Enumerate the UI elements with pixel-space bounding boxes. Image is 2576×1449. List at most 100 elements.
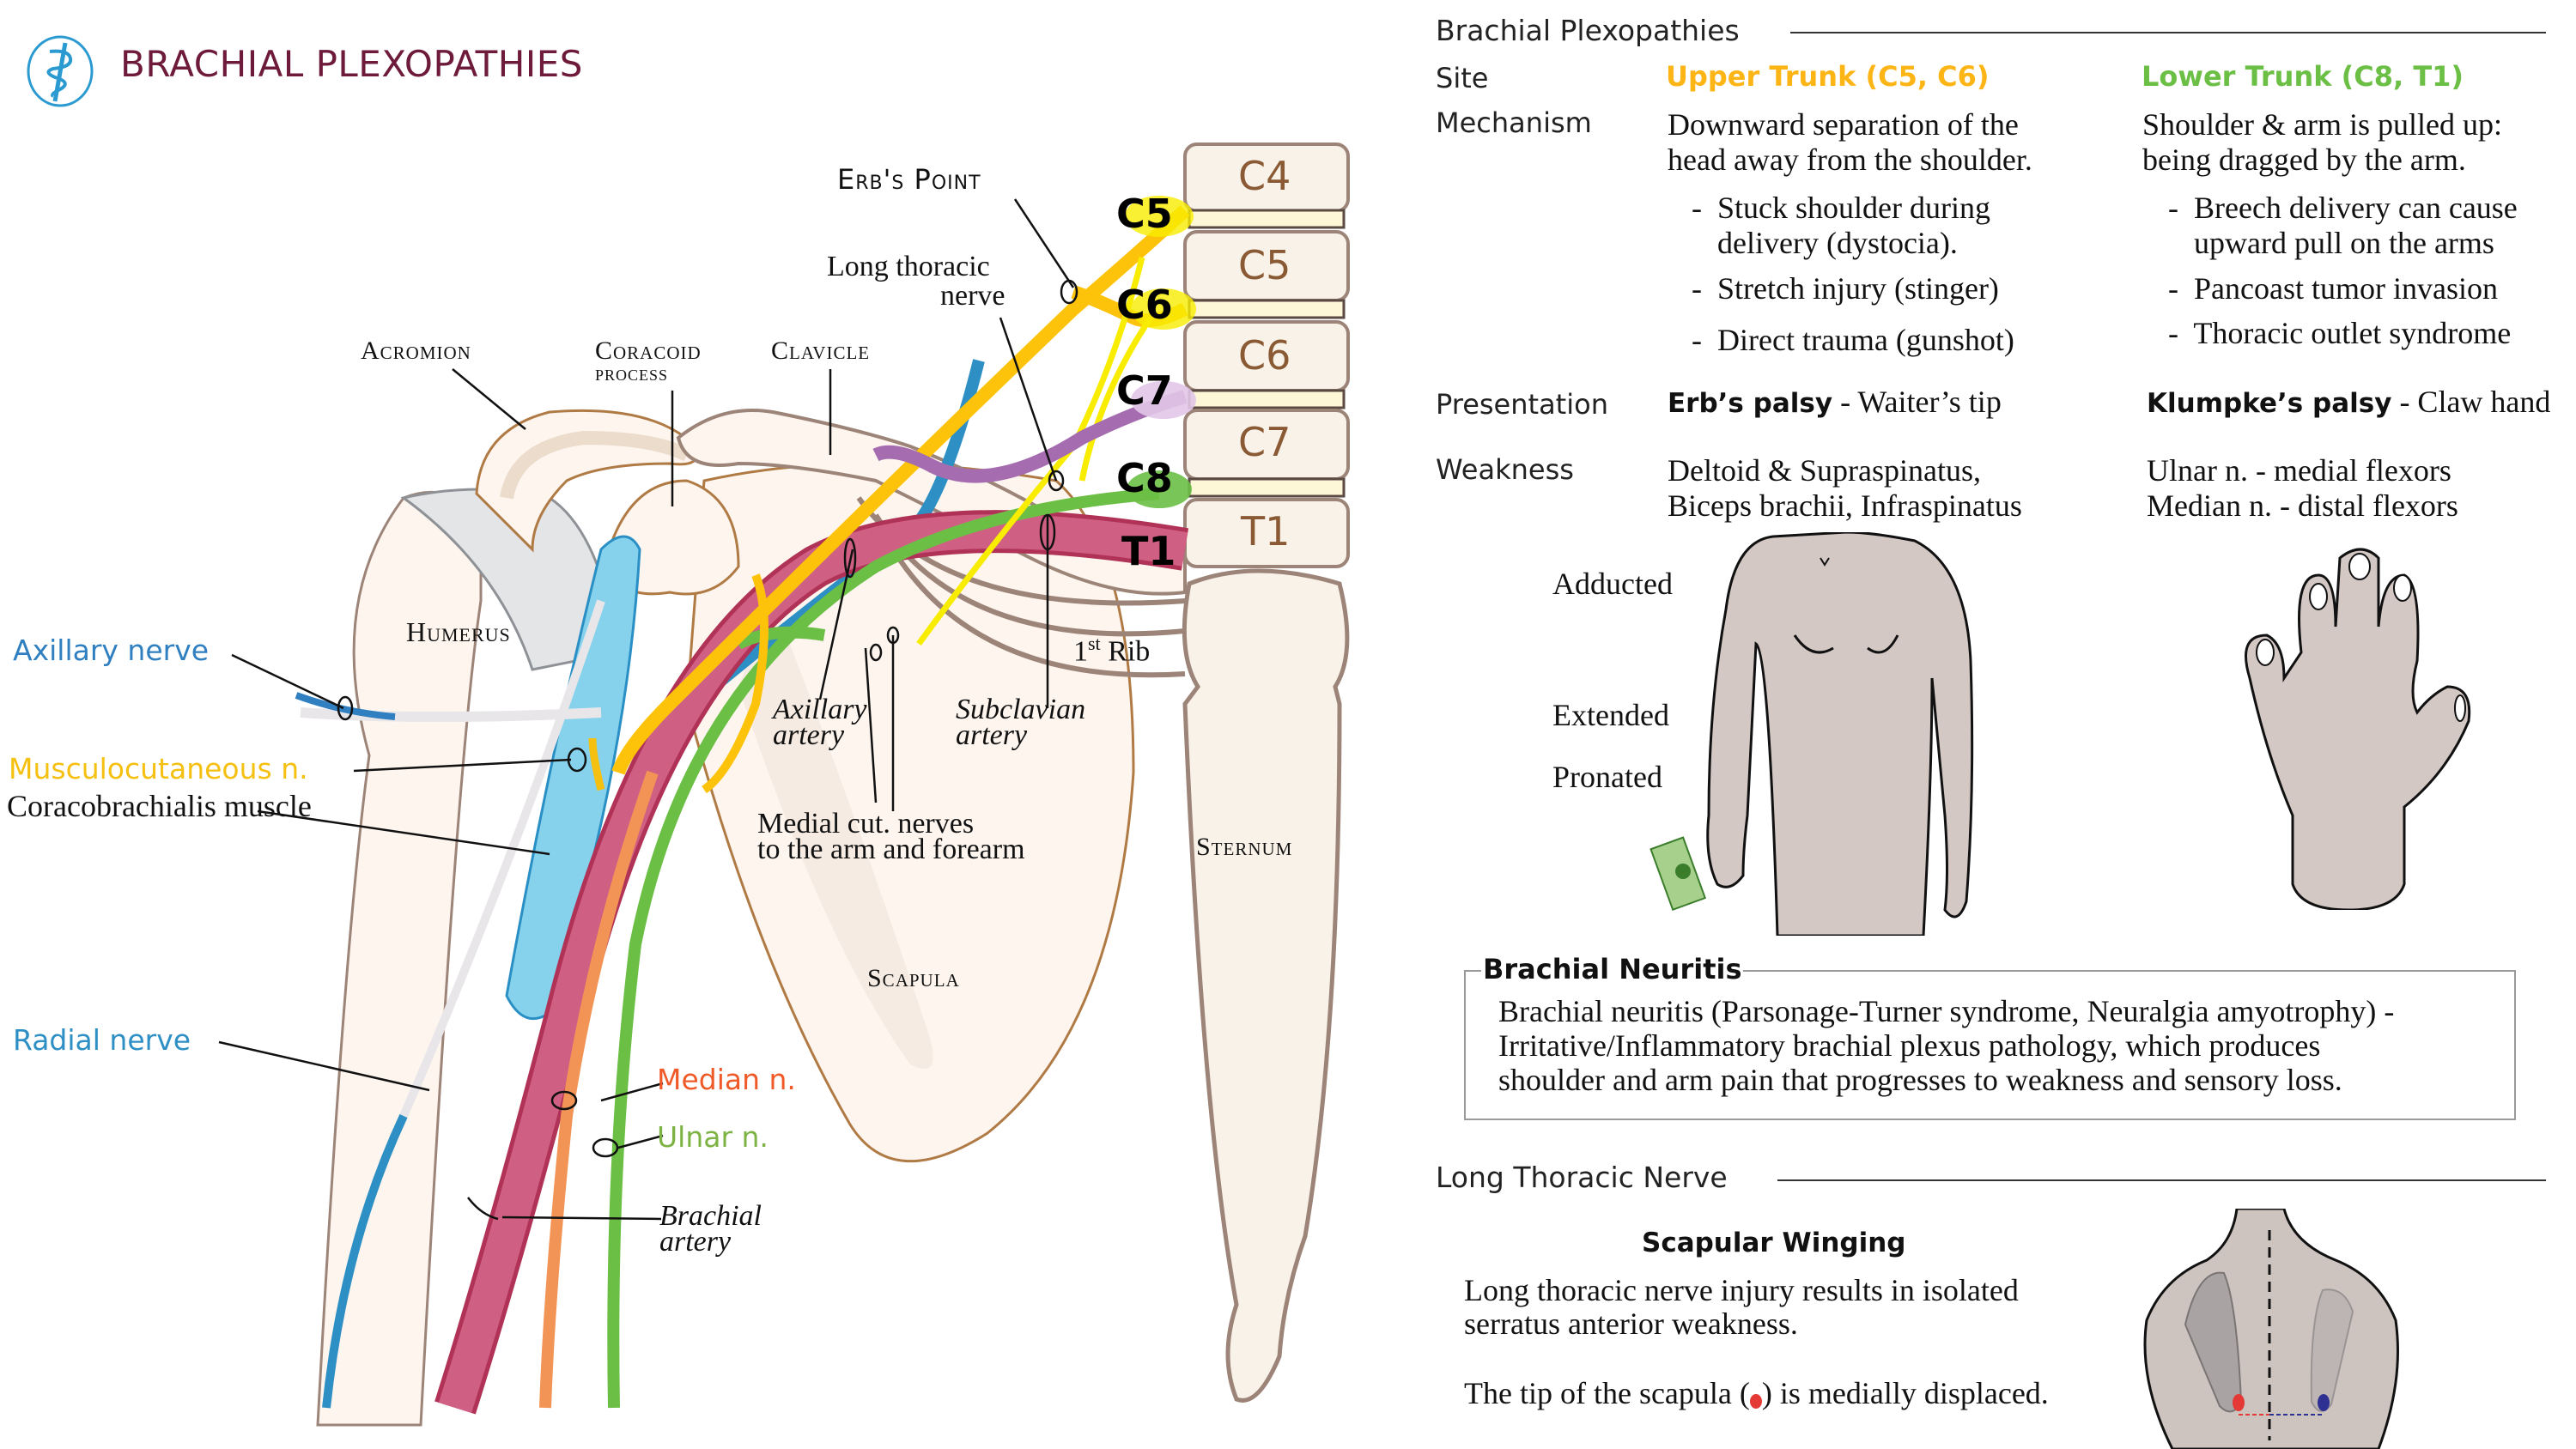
- label-long-thoracic-l2: nerve: [940, 280, 1005, 312]
- label-clavicle: Clavicle: [771, 336, 871, 365]
- label-first-rib: 1st Rib: [1073, 633, 1150, 668]
- lower-mechanism-l1: Shoulder & arm is pulled up:: [2142, 107, 2502, 142]
- erbs-palsy: Erb’s palsy: [1668, 388, 1833, 419]
- lower-bullet-2: - Pancoast tumor invasion: [2168, 271, 2498, 306]
- vertebra-label-c5: C5: [1238, 242, 1291, 288]
- claw-hand: - Claw hand: [2391, 385, 2551, 419]
- red-dot-icon: [1749, 1394, 1762, 1409]
- upper-bullet-1: - Stuck shoulder during: [1692, 191, 1990, 226]
- neuritis-line-3: shoulder and arm pain that progresses to…: [1498, 1063, 2342, 1097]
- label-axillary-nerve: Axillary nerve: [13, 634, 210, 667]
- vertebra-label-t1: T1: [1241, 508, 1291, 555]
- long-thoracic-desc-l1: Long thoracic nerve injury results in is…: [1464, 1273, 2019, 1307]
- vertebra-label-c4: C4: [1238, 153, 1291, 199]
- upper-bullet-1-l1: Stuck shoulder during: [1717, 191, 1990, 225]
- bullet-dash: -: [2168, 316, 2178, 350]
- neuritis-border: [1743, 970, 2516, 972]
- neuritis-box: [1464, 970, 2516, 1120]
- bullet-dash: -: [1692, 323, 1702, 357]
- upper-trunk: [611, 205, 1190, 775]
- upper-bullet-2-l1: Stretch injury (stinger): [1717, 271, 1999, 306]
- humerus-shape: [316, 490, 483, 1427]
- root-label-c7: C7: [1116, 367, 1173, 414]
- label-radial-nerve: Radial nerve: [13, 1023, 191, 1057]
- root-label-c5: C5: [1116, 191, 1173, 237]
- label-sternum: Sternum: [1196, 833, 1293, 861]
- label-coracobrachialis: Coracobrachialis muscle: [7, 789, 312, 823]
- label-coracoid-l1: Coracoid: [595, 336, 702, 365]
- bullet-dash: -: [2168, 191, 2178, 225]
- tip-text-before: The tip of the scapula (: [1464, 1376, 1750, 1410]
- page-title: BRACHIAL PLEXOPATHIES: [120, 43, 583, 85]
- section-title-long-thoracic: Long Thoracic Nerve: [1436, 1161, 1728, 1194]
- lower-presentation: Klumpke’s palsy - Claw hand: [2147, 385, 2550, 421]
- erbs-palsy-figure: [1649, 532, 1974, 936]
- row-label-mechanism: Mechanism: [1436, 106, 1592, 139]
- label-humerus: Humerus: [406, 616, 511, 647]
- label-subclavian-artery-l2: artery: [956, 719, 1028, 751]
- upper-mechanism-l1: Downward separation of the: [1668, 107, 2019, 142]
- median-nerve: [539, 770, 659, 1409]
- label-medial-cut-l1: Medial cut. nerves: [757, 808, 975, 840]
- label-long-thoracic-l1: Long thoracic: [827, 251, 990, 282]
- root-label-c6: C6: [1116, 282, 1173, 328]
- axillary-nerve: [295, 692, 396, 720]
- label-axillary-artery-l2: artery: [773, 719, 845, 751]
- upper-weakness-l2: Biceps brachii, Infraspinatus: [1668, 488, 2022, 523]
- upper-bullet-3: - Direct trauma (gunshot): [1692, 323, 2014, 358]
- lower-trunk: [607, 488, 1160, 1409]
- label-axillary-artery-l1: Axillary: [773, 694, 867, 725]
- scapular-winging-figure: [2143, 1209, 2399, 1449]
- neuritis-title: Brachial Neuritis: [1483, 953, 1742, 985]
- lower-bullet-2-l1: Pancoast tumor invasion: [2194, 271, 2498, 306]
- musculocutaneous-nerve: [588, 737, 605, 791]
- root-label-c8: C8: [1116, 455, 1173, 501]
- section-divider: [1777, 1179, 2546, 1181]
- label-musculocutaneous: Musculocutaneous n.: [9, 752, 308, 785]
- tip-text-after: ) is medially displaced.: [1761, 1376, 2049, 1410]
- neuritis-line-1: Brachial neuritis (Parsonage-Turner synd…: [1498, 994, 2395, 1028]
- logo: [24, 33, 96, 110]
- upper-bullet-3-l1: Direct trauma (gunshot): [1717, 323, 2014, 357]
- claw-hand-figure: [2245, 548, 2471, 910]
- scapula-tip-normal-marker: [2318, 1394, 2330, 1411]
- label-ulnar-nerve: Ulnar n.: [657, 1120, 769, 1154]
- lower-mechanism-l2: being dragged by the arm.: [2142, 142, 2466, 177]
- label-median-nerve: Median n.: [657, 1063, 796, 1096]
- bullet-dash: -: [2168, 271, 2178, 306]
- upper-trunk-site: Upper Trunk (C5, C6): [1666, 60, 1990, 93]
- posture-adducted: Adducted: [1552, 567, 1673, 601]
- section-divider: [1790, 32, 2546, 33]
- neuritis-line-2: Irritative/Inflammatory brachial plexus …: [1498, 1028, 2321, 1063]
- long-thoracic-desc-l2: serratus anterior weakness.: [1464, 1307, 1798, 1341]
- first-rib-superscript: st: [1088, 633, 1101, 654]
- radial-nerve: [322, 1113, 408, 1409]
- upper-weakness-l1: Deltoid & Supraspinatus,: [1668, 453, 1981, 488]
- upper-presentation: Erb’s palsy - Waiter’s tip: [1668, 385, 2002, 421]
- upper-bullet-2: - Stretch injury (stinger): [1692, 271, 1999, 306]
- root-label-t1: T1: [1121, 528, 1176, 574]
- row-label-site: Site: [1436, 62, 1489, 94]
- label-coracoid-l2: process: [595, 361, 669, 385]
- vertebra-label-c7: C7: [1238, 419, 1291, 465]
- vertebra-label-c6: C6: [1238, 332, 1291, 379]
- lower-trunk-site: Lower Trunk (C8, T1): [2142, 60, 2464, 93]
- sternum-shape: [1182, 568, 1350, 1403]
- lower-weakness-l2: Median n. - distal flexors: [2147, 488, 2458, 523]
- c7-root: [872, 390, 1188, 483]
- scapular-winging-title: Scapular Winging: [1642, 1228, 1906, 1258]
- row-label-weakness: Weakness: [1436, 453, 1574, 486]
- label-brachial-artery-l1: Brachial: [659, 1200, 762, 1232]
- first-rib-word: Rib: [1108, 635, 1151, 668]
- bullet-dash: -: [1692, 191, 1702, 225]
- lower-weakness-l1: Ulnar n. - medial flexors: [2147, 453, 2451, 488]
- lower-bullet-3: - Thoracic outlet syndrome: [2168, 316, 2511, 351]
- section-title-plexopathies: Brachial Plexopathies: [1436, 14, 1740, 47]
- label-medial-cut-l2: to the arm and forearm: [757, 834, 1025, 865]
- posture-pronated: Pronated: [1552, 760, 1662, 794]
- lower-bullet-1-l2: upward pull on the arms: [2194, 226, 2494, 260]
- lower-bullet-1: - Breech delivery can cause: [2168, 191, 2518, 226]
- brachial-plexus-illustration: [218, 142, 1350, 1427]
- label-subclavian-artery-l1: Subclavian: [956, 694, 1086, 725]
- bullet-dash: -: [1692, 271, 1702, 306]
